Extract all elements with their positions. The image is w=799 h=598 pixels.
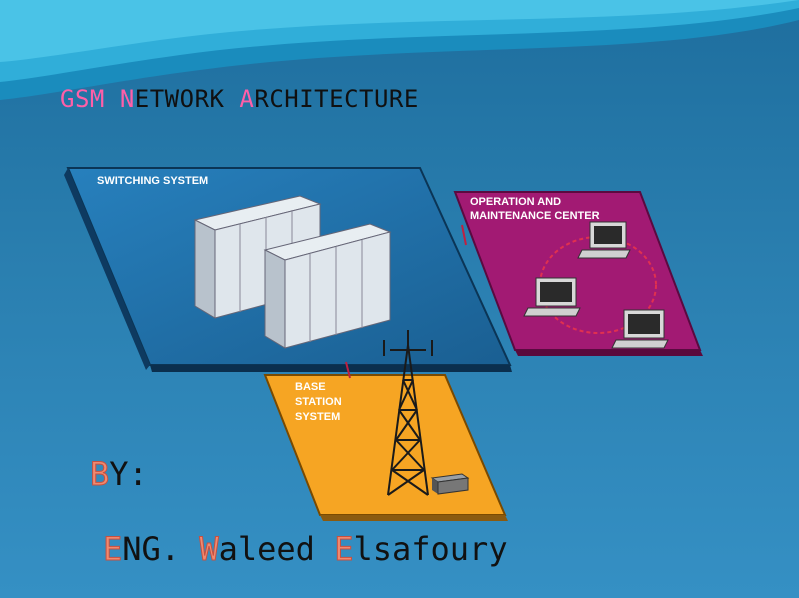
bss-label-line2: STATION xyxy=(295,396,342,408)
title-text: SM xyxy=(74,85,120,113)
bss-label-line1: BASE xyxy=(295,381,326,393)
base-station-box-icon xyxy=(430,473,470,495)
terminal-icon xyxy=(577,221,631,259)
author-text: aleed xyxy=(218,530,335,568)
author-text: NG. xyxy=(122,530,200,568)
title-letter: A xyxy=(239,85,255,113)
page-title: GSM NETWORK ARCHITECTURE xyxy=(60,85,419,113)
header-wave xyxy=(0,0,799,100)
title-text: ETWORK xyxy=(134,85,240,113)
omc-link-ring xyxy=(539,236,657,334)
byline-letter: B xyxy=(89,455,110,494)
title-letter: N xyxy=(119,85,135,113)
terminal-icon xyxy=(611,309,669,349)
author-text: lsafoury xyxy=(353,530,508,568)
byline: BY: xyxy=(89,455,148,494)
server-cabinet-icon xyxy=(263,223,392,349)
author-letter: E xyxy=(334,530,354,569)
author-letter: W xyxy=(199,530,219,569)
switching-label: SWITCHING SYSTEM xyxy=(97,175,208,187)
title-letter: G xyxy=(60,85,75,113)
byline-text: Y: xyxy=(109,455,148,493)
title-text: RCHITECTURE xyxy=(254,85,419,113)
antenna-tower-icon xyxy=(383,330,433,496)
bss-label-line3: SYSTEM xyxy=(295,411,340,423)
omc-label-line1: OPERATION AND xyxy=(470,196,561,208)
terminal-icon xyxy=(523,277,581,317)
author-letter: E xyxy=(102,530,123,569)
author-name: ENG. Waleed Elsafoury xyxy=(102,530,508,569)
omc-label-line2: MAINTENANCE CENTER xyxy=(470,210,600,222)
